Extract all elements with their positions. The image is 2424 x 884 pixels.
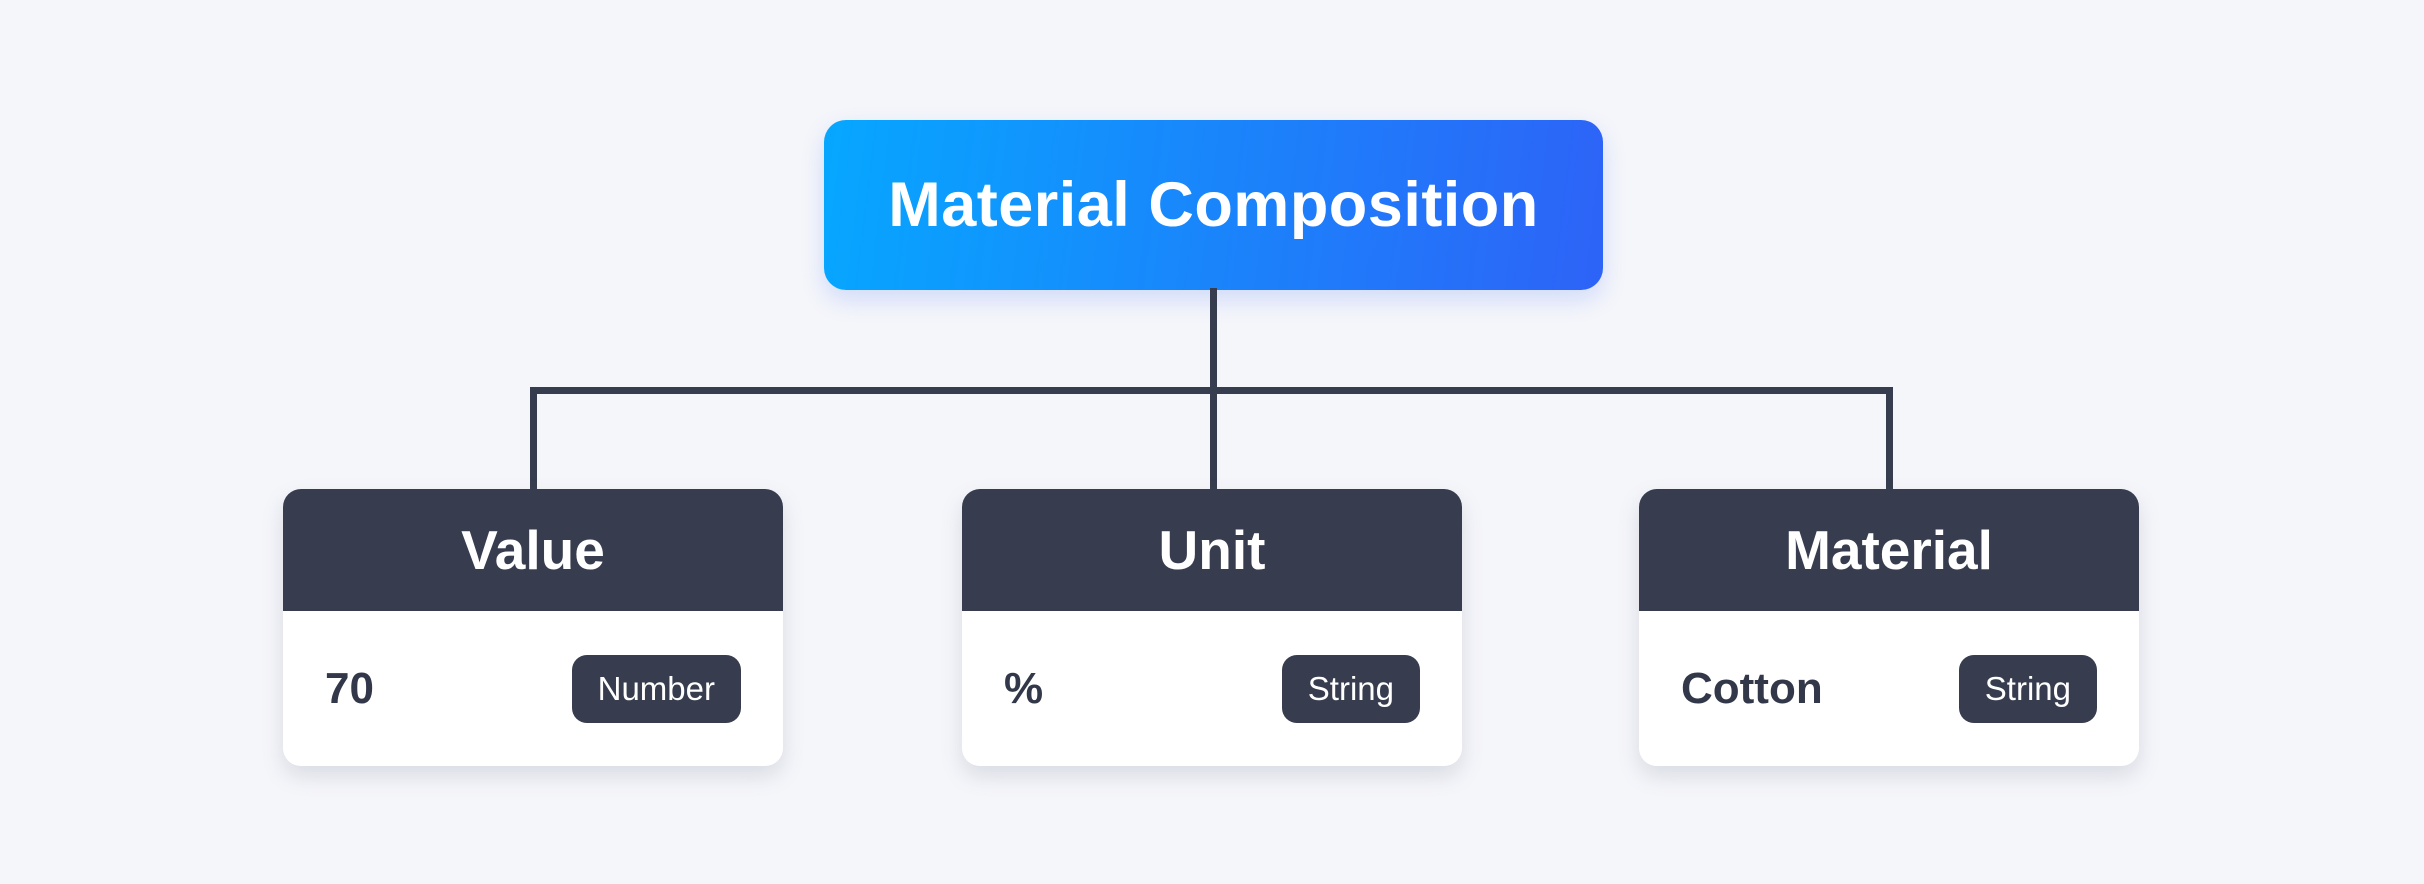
root-node: Material Composition — [824, 120, 1603, 290]
node-card-unit-type-badge: String — [1281, 654, 1420, 723]
connector-drop-value — [530, 387, 537, 489]
node-card-material-body: Cotton String — [1639, 611, 2139, 766]
node-card-value-data: 70 — [325, 663, 374, 713]
node-card-unit-header: Unit — [962, 489, 1462, 611]
node-card-unit-data: % — [1004, 663, 1044, 713]
node-card-material: Material Cotton String — [1639, 489, 2139, 766]
connector-drop-unit — [1210, 387, 1217, 489]
node-card-material-type-badge: String — [1958, 654, 2097, 723]
node-card-value-body: 70 Number — [283, 611, 783, 766]
node-card-unit: Unit % String — [962, 489, 1462, 766]
node-card-value-header: Value — [283, 489, 783, 611]
root-node-label: Material Composition — [888, 170, 1539, 240]
node-card-value-title: Value — [461, 519, 605, 581]
node-card-unit-body: % String — [962, 611, 1462, 766]
node-card-value-type-badge: Number — [571, 654, 741, 723]
node-card-unit-title: Unit — [1158, 519, 1266, 581]
node-card-material-title: Material — [1785, 519, 1993, 581]
node-card-material-header: Material — [1639, 489, 2139, 611]
connector-root-stem — [1210, 288, 1217, 391]
connector-drop-material — [1886, 387, 1893, 489]
node-card-material-data: Cotton — [1681, 663, 1823, 713]
node-card-value: Value 70 Number — [283, 489, 783, 766]
